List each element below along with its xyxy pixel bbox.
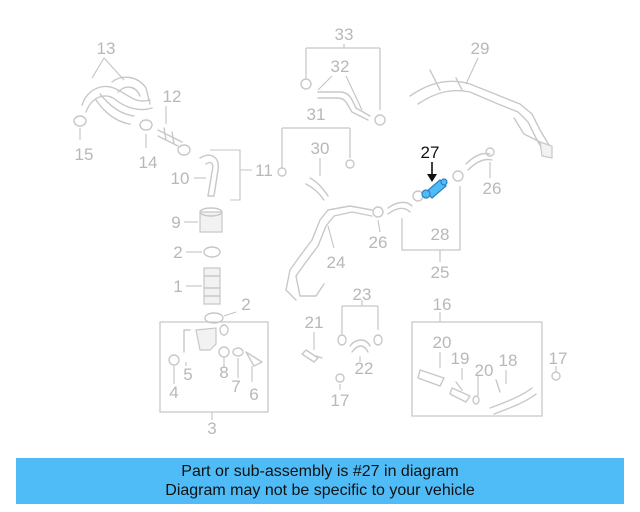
callout-18: 18 xyxy=(499,351,518,370)
callout-16: 16 xyxy=(433,295,452,314)
callout-33: 33 xyxy=(335,25,354,44)
banner-line-part: Part or sub-assembly is #27 in diagram xyxy=(181,463,459,480)
callout-14: 14 xyxy=(139,153,158,172)
callout-26-mid: 26 xyxy=(369,233,388,252)
part-17-clip-right xyxy=(551,366,561,381)
part-32-hose xyxy=(317,75,371,121)
callout-21: 21 xyxy=(305,313,324,332)
callout-23: 23 xyxy=(353,285,372,304)
parts-diagram: 13 12 15 14 11 10 9 2 1 2 5 8 4 7 6 3 33… xyxy=(73,25,568,438)
part-15-clamp xyxy=(73,115,87,140)
part-9-tee xyxy=(184,207,223,233)
callout-32: 32 xyxy=(331,57,350,76)
part-24-pipe xyxy=(285,205,373,301)
callout-8: 8 xyxy=(219,363,228,382)
part-21-valve xyxy=(301,332,323,363)
part-31-bracket xyxy=(277,127,355,177)
part-30-hose xyxy=(305,158,329,201)
callout-20-left: 20 xyxy=(433,333,452,352)
banner-line-disclaimer: Diagram may not be specific to your vehi… xyxy=(165,482,475,499)
callout-27: 27 xyxy=(421,143,440,162)
callout-9: 9 xyxy=(171,213,180,232)
callout-17-right: 17 xyxy=(549,349,568,368)
callout-17-mid: 17 xyxy=(331,391,350,410)
callout-20-right: 20 xyxy=(475,361,494,380)
part-33-bracket xyxy=(300,44,386,126)
callout-13: 13 xyxy=(97,39,116,58)
callout-12: 12 xyxy=(163,87,182,106)
callout-31: 31 xyxy=(307,105,326,124)
part-1-hose xyxy=(186,267,221,305)
part-3-assembly-box xyxy=(159,321,269,420)
callout-7: 7 xyxy=(231,377,240,396)
part-13-hose xyxy=(81,57,153,125)
part-16-assembly-box xyxy=(411,312,543,417)
part-23-bracket xyxy=(337,300,383,362)
part-28-bracket xyxy=(401,147,495,262)
part-17-clip-mid xyxy=(335,373,345,390)
part-12-fitting xyxy=(139,106,191,156)
part-info-banner: Part or sub-assembly is #27 in diagram D… xyxy=(16,458,624,504)
callout-2-lower: 2 xyxy=(241,295,250,314)
part-2-clamp-lower xyxy=(204,311,237,324)
part-26-clamp-mid xyxy=(372,201,413,233)
callout-15: 15 xyxy=(75,145,94,164)
callout-4: 4 xyxy=(169,383,178,402)
part-2-clamp-upper xyxy=(186,246,221,258)
part-29-pipe xyxy=(409,57,553,159)
callout-3: 3 xyxy=(207,419,216,438)
callout-29: 29 xyxy=(471,39,490,58)
callout-28: 28 xyxy=(431,225,450,244)
callout-1: 1 xyxy=(173,277,182,296)
callout-11: 11 xyxy=(255,161,273,180)
callout-6: 6 xyxy=(249,385,258,404)
callout-19: 19 xyxy=(451,349,470,368)
callout-26-right: 26 xyxy=(483,179,502,198)
callout-10: 10 xyxy=(171,169,190,188)
part-27-valve xyxy=(421,162,448,199)
part-10-hose xyxy=(194,149,252,201)
callout-5: 5 xyxy=(183,365,192,384)
callout-25: 25 xyxy=(431,263,450,282)
callout-22: 22 xyxy=(355,359,374,378)
callout-24: 24 xyxy=(327,253,346,272)
callout-2-upper: 2 xyxy=(173,243,182,262)
callout-30: 30 xyxy=(311,139,330,158)
